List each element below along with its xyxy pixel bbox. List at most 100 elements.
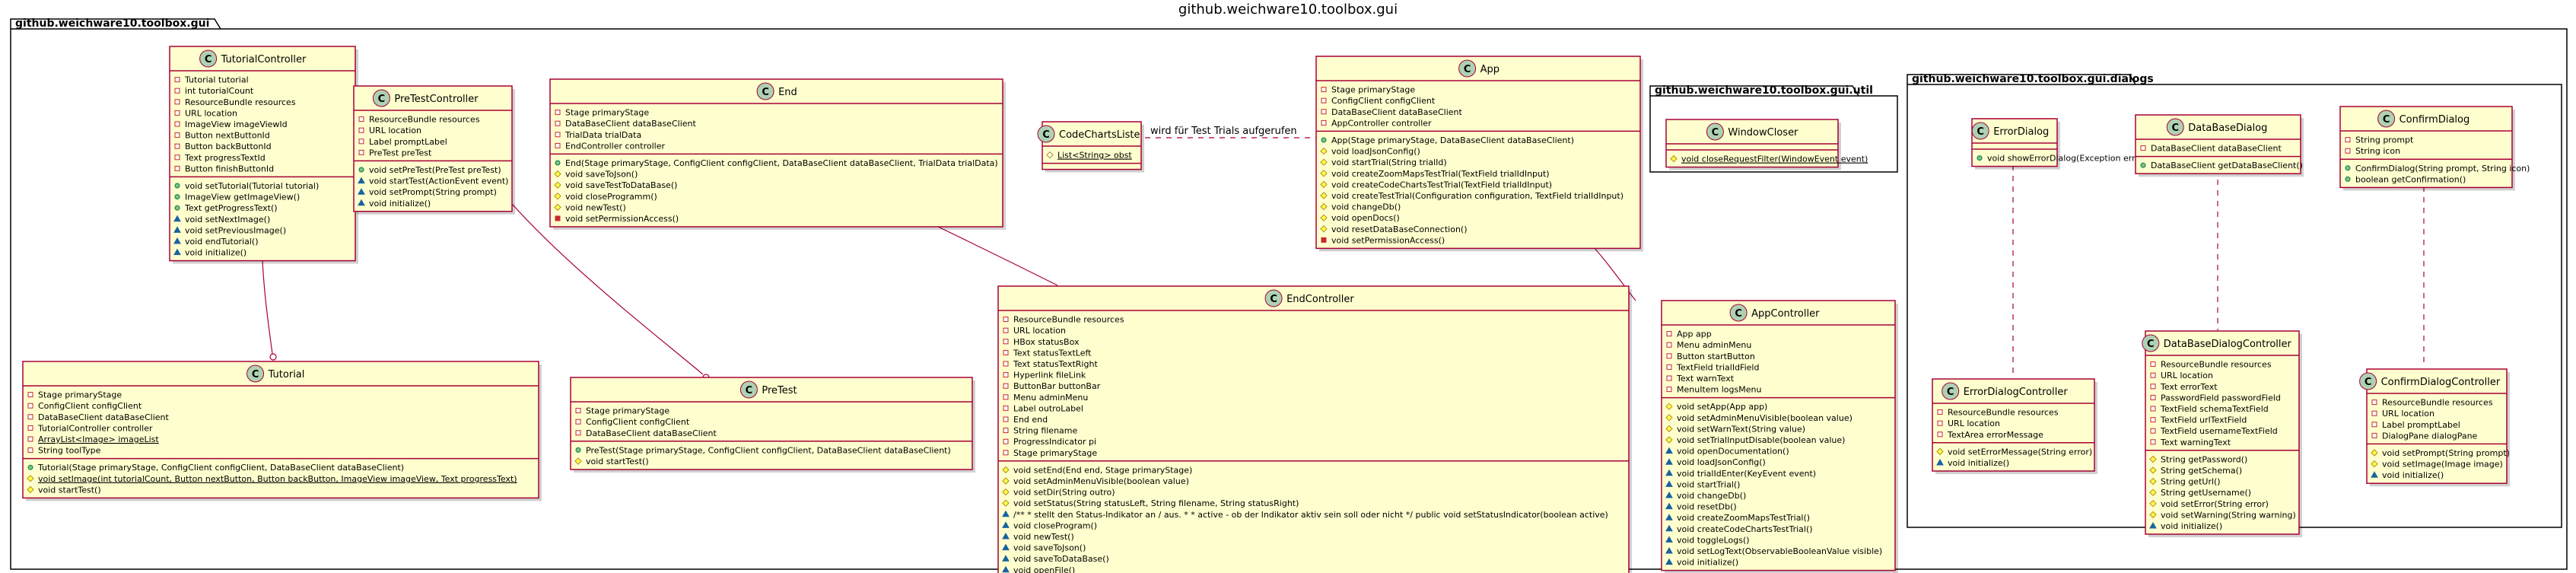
field-visibility-icon bbox=[27, 425, 33, 431]
field-visibility-icon bbox=[2150, 394, 2156, 400]
field-visibility-icon bbox=[575, 408, 581, 414]
class-field: ResourceBundle resources bbox=[2161, 360, 2272, 370]
method-visibility-icon bbox=[1002, 488, 1010, 496]
method-visibility-icon bbox=[1665, 480, 1673, 487]
class-stereotype-icon bbox=[756, 82, 774, 100]
field-visibility-icon bbox=[27, 392, 33, 398]
method-visibility-icon bbox=[174, 183, 180, 189]
method-visibility-icon bbox=[1320, 158, 1328, 166]
field-visibility-icon bbox=[1003, 394, 1009, 400]
class-method: void resetDataBaseConnection() bbox=[1331, 224, 1468, 234]
class-field: TextField urlTextField bbox=[2160, 415, 2247, 425]
class-method: String getUrl() bbox=[2161, 477, 2221, 487]
class-stereotype-icon bbox=[1037, 125, 1055, 143]
field-visibility-icon bbox=[2140, 145, 2146, 151]
field-visibility-icon bbox=[1003, 405, 1009, 411]
class-method: void closeRequestFilter(WindowEvent even… bbox=[1681, 154, 1868, 164]
method-visibility-icon bbox=[1665, 558, 1673, 565]
class-method: Text getProgressText() bbox=[184, 203, 278, 213]
method-visibility-icon bbox=[1002, 510, 1010, 517]
method-visibility-icon bbox=[1321, 137, 1327, 143]
method-visibility-icon bbox=[2149, 455, 2157, 463]
class-field: Tutorial tutorial bbox=[184, 75, 249, 85]
class-stereotype-letter: C bbox=[1464, 64, 1471, 75]
class-method: void loadJsonConfig() bbox=[1331, 147, 1420, 157]
method-visibility-icon bbox=[1320, 147, 1328, 155]
class-field: URL location bbox=[369, 126, 421, 135]
class-method: void saveToJson() bbox=[1013, 543, 1086, 553]
class-box bbox=[353, 85, 513, 212]
class-field: ResourceBundle resources bbox=[1948, 408, 2059, 418]
class-stereotype-icon bbox=[2359, 372, 2377, 390]
class-field: Menu adminMenu bbox=[1013, 393, 1088, 403]
method-visibility-icon bbox=[574, 457, 582, 465]
class-method: void setEnd(End end, Stage primaryStage) bbox=[1013, 465, 1192, 475]
class-name: Tutorial bbox=[268, 369, 305, 380]
class-method: void setPrompt(String prompt) bbox=[369, 187, 497, 197]
class-method: void setStatus(String statusLeft, String… bbox=[1013, 498, 1299, 508]
method-visibility-icon bbox=[1665, 458, 1673, 465]
method-visibility-icon bbox=[2371, 449, 2378, 457]
class-method: void loadJsonConfig() bbox=[1677, 457, 1766, 467]
class-method: void setPermissionAccess() bbox=[1331, 235, 1445, 245]
method-visibility-icon bbox=[2345, 165, 2351, 171]
class-stereotype-icon bbox=[1458, 59, 1477, 78]
class-field: Text statusTextLeft bbox=[1013, 348, 1092, 358]
method-visibility-icon bbox=[1665, 546, 1673, 554]
class-method: End(Stage primaryStage, ConfigClient con… bbox=[565, 158, 998, 168]
class-field: int tutorialCount bbox=[185, 86, 254, 96]
method-visibility-icon bbox=[1002, 477, 1010, 485]
class-name: EndController bbox=[1286, 294, 1354, 305]
class-stereotype-letter: C bbox=[1712, 127, 1719, 138]
class-field: Stage primaryStage bbox=[586, 406, 669, 416]
method-visibility-icon bbox=[2149, 466, 2157, 474]
class-box bbox=[2135, 114, 2301, 174]
class-field: Text warnText bbox=[1676, 374, 1735, 384]
edge-end-endcontroller bbox=[917, 216, 1058, 286]
class-method: void openFile() bbox=[1013, 565, 1075, 573]
class-field: URL location bbox=[1013, 326, 1066, 336]
field-visibility-icon bbox=[1003, 450, 1009, 456]
class-field: URL location bbox=[1948, 419, 2000, 428]
class-field: Button backButtonId bbox=[185, 142, 272, 151]
class-field: List<String> obst bbox=[1057, 151, 1132, 161]
class-method: void resetDb() bbox=[1677, 502, 1737, 512]
method-visibility-icon bbox=[2149, 500, 2157, 508]
method-visibility-icon bbox=[1002, 466, 1010, 474]
class-method: void endTutorial() bbox=[185, 237, 259, 247]
class-box bbox=[997, 285, 1630, 573]
field-visibility-icon bbox=[1003, 361, 1009, 367]
class-stereotype-letter: C bbox=[2383, 114, 2390, 126]
method-visibility-icon bbox=[1002, 532, 1010, 540]
class-box bbox=[169, 46, 356, 262]
class-box bbox=[2339, 106, 2513, 189]
class-field: DataBaseClient dataBaseClient bbox=[38, 412, 169, 422]
method-visibility-icon bbox=[1665, 514, 1673, 520]
class-method: ImageView getImageView() bbox=[185, 193, 300, 202]
class-field: URL location bbox=[2161, 371, 2213, 380]
class-field: PasswordField passwordField bbox=[2161, 393, 2281, 403]
class-method: void newTest() bbox=[1013, 532, 1074, 542]
class-method: void changeDb() bbox=[1331, 202, 1401, 212]
class-method: boolean getConfirmation() bbox=[2355, 174, 2466, 184]
class-method: void initialize() bbox=[2161, 521, 2222, 531]
class-method: void startTest() bbox=[38, 485, 101, 495]
class-stereotype-letter: C bbox=[1977, 126, 1984, 138]
class-field: DataBaseClient dataBaseClient bbox=[586, 428, 717, 438]
class-name: End bbox=[778, 87, 797, 98]
class-field: EndController controller bbox=[565, 141, 665, 151]
class-name: DataBaseDialogController bbox=[2164, 339, 2292, 350]
method-visibility-icon bbox=[2140, 162, 2146, 168]
class-stereotype-letter: C bbox=[2365, 377, 2372, 388]
method-visibility-icon bbox=[575, 447, 581, 453]
class-field: ArrayList<Image> imageList bbox=[38, 435, 159, 444]
class-method: void initialize() bbox=[185, 248, 246, 258]
method-visibility-icon bbox=[554, 181, 561, 189]
field-visibility-icon bbox=[358, 127, 364, 133]
class-field: ButtonBar buttonBar bbox=[1013, 381, 1101, 391]
